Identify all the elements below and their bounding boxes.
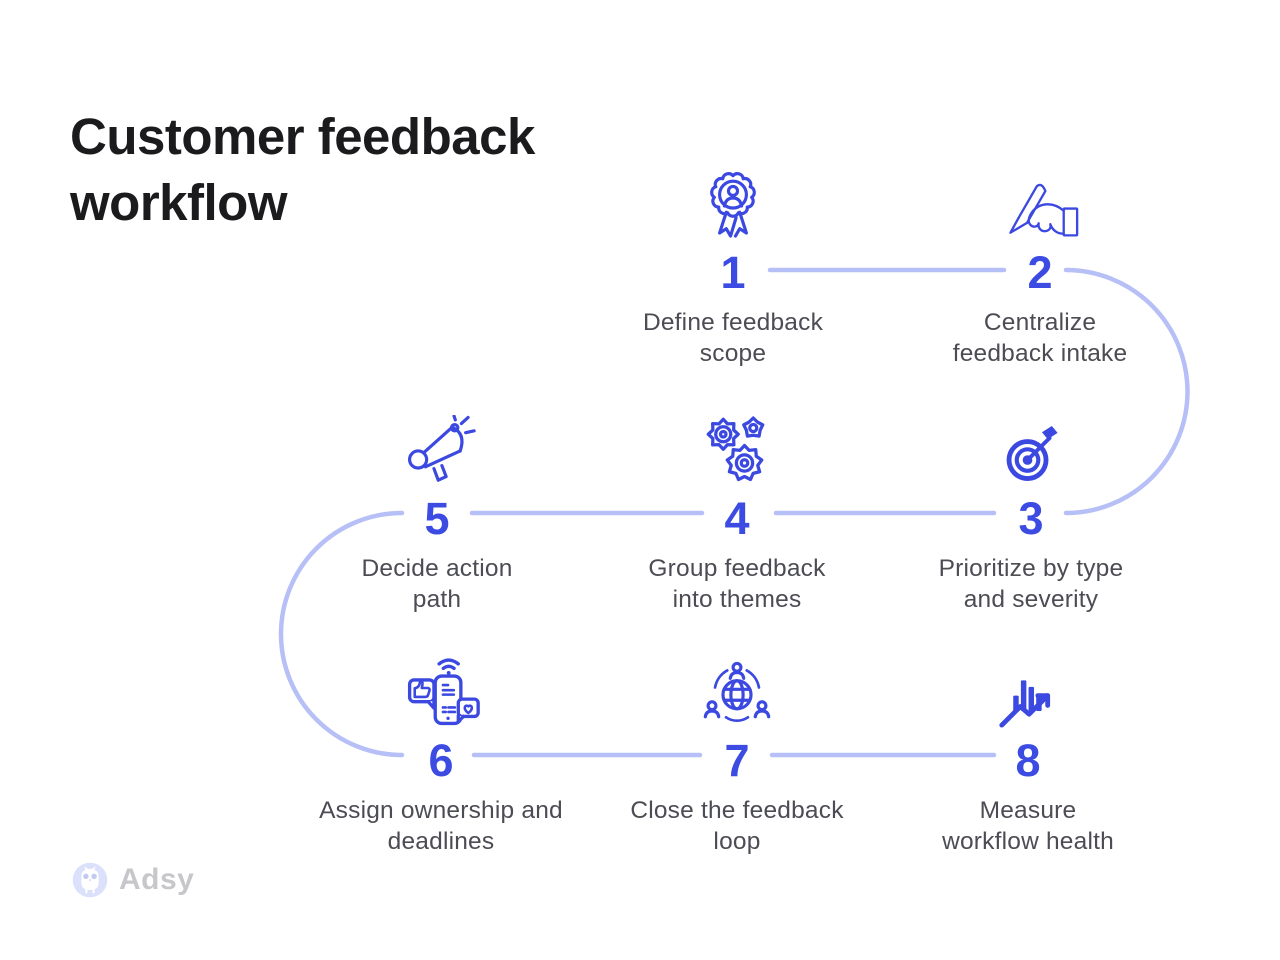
step-number: 3 [1018, 493, 1044, 544]
step-number: 5 [424, 493, 450, 544]
step-number: 8 [1015, 735, 1041, 786]
step-label: Measure workflow health [942, 797, 1114, 855]
page-title: Customer feedback workflow [70, 104, 535, 236]
brand-watermark: Adsy [70, 860, 194, 900]
award-badge-icon [694, 163, 772, 249]
step-4: 4 Group feedback into themes [567, 409, 907, 615]
step-label: Group feedback into themes [648, 555, 826, 613]
chart-growth-icon [993, 651, 1063, 737]
step-number: 2 [1027, 247, 1053, 298]
page-title-line2: workflow [70, 174, 288, 231]
step-1: 1 Define feedback scope [563, 163, 903, 369]
step-number: 7 [724, 735, 750, 786]
step-label: Decide action path [361, 555, 513, 613]
writing-hand-icon [997, 163, 1083, 249]
step-number: 4 [724, 493, 750, 544]
step-label: Assign ownership and deadlines [319, 797, 563, 855]
megaphone-icon [398, 409, 476, 495]
target-arrow-icon [994, 409, 1068, 495]
phone-social-icon [400, 651, 482, 737]
step-3: 3 Prioritize by type and severity [861, 409, 1201, 615]
step-label: Prioritize by type and severity [938, 555, 1124, 613]
step-label: Centralize feedback intake [952, 309, 1128, 367]
page-title-line1: Customer feedback [70, 108, 535, 165]
owl-logo-icon [72, 862, 108, 898]
step-2: 2 Centralize feedback intake [870, 163, 1210, 369]
step-label: Define feedback scope [642, 309, 824, 367]
step-label: Close the feedback loop [630, 797, 844, 855]
gears-icon [697, 409, 777, 495]
step-6: 6 Assign ownership and deadlines [271, 651, 611, 857]
step-7: 7 Close the feedback loop [567, 651, 907, 857]
step-number: 1 [720, 247, 746, 298]
brand-name: Adsy [119, 863, 195, 896]
step-number: 6 [428, 735, 454, 786]
globe-people-icon [698, 651, 776, 737]
step-5: 5 Decide action path [267, 409, 607, 615]
step-8: 8 Measure workflow health [858, 651, 1198, 857]
